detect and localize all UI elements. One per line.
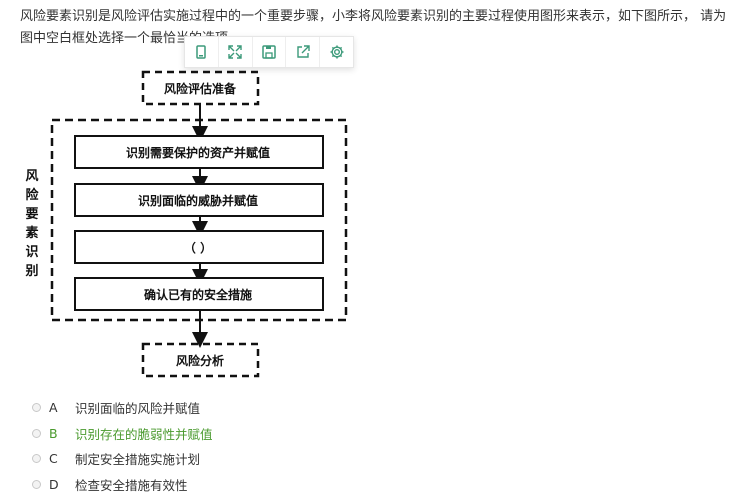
step-label-4: 确认已有的安全措施 <box>144 287 252 302</box>
svg-text:险: 险 <box>25 187 39 203</box>
radio-a[interactable] <box>32 403 41 413</box>
option-letter: D <box>49 476 59 492</box>
step-label-blank: （ ） <box>184 240 212 255</box>
floating-toolbar <box>184 36 354 68</box>
prepare-label: 风险评估准备 <box>164 81 237 96</box>
option-text: 制定安全措施实施计划 <box>75 452 201 468</box>
answer-options: A 识别面临的风险并赋值 B 识别存在的脆弱性并赋值 C 制定安全措施实施计划 … <box>32 395 432 497</box>
option-d[interactable]: D 检查安全措施有效性 <box>32 472 432 497</box>
svg-text:识: 识 <box>25 245 38 260</box>
save-icon <box>262 45 276 59</box>
option-letter: C <box>49 451 58 467</box>
share-button[interactable] <box>286 37 321 67</box>
step-box-1 <box>74 135 324 169</box>
analysis-label: 风险分析 <box>176 353 224 368</box>
option-letter: B <box>49 425 58 441</box>
copy-icon <box>196 45 207 59</box>
expand-button[interactable] <box>219 37 253 67</box>
option-letter: A <box>49 400 58 416</box>
save-button[interactable] <box>253 37 287 67</box>
expand-icon <box>228 45 242 59</box>
share-icon <box>297 45 310 58</box>
option-text: 检查安全措施有效性 <box>75 477 188 493</box>
svg-text:要: 要 <box>25 207 38 222</box>
svg-text:风: 风 <box>25 169 38 184</box>
option-text: 识别存在的脆弱性并赋值 <box>75 426 213 442</box>
option-c[interactable]: C 制定安全措施实施计划 <box>32 446 432 472</box>
option-text: 识别面临的风险并赋值 <box>75 401 201 417</box>
step-box-2 <box>74 183 324 217</box>
step-box-blank <box>74 230 324 264</box>
option-b[interactable]: B 识别存在的脆弱性并赋值 <box>32 421 432 447</box>
side-label: 风 险 要 素 识 别 <box>24 169 39 279</box>
question-text: 风险要素识别是风险评估实施过程中的一个重要步骤，小李将风险要素识别的主要过程使用… <box>20 9 727 46</box>
risk-identification-diagram: 风险评估准备 风 险 要 素 识 别 识别需要保护的资产并赋值 识别面临的威胁并… <box>18 64 358 384</box>
settings-button[interactable] <box>320 37 353 67</box>
svg-text:别: 别 <box>24 264 38 279</box>
radio-c[interactable] <box>32 454 41 464</box>
gear-icon <box>330 45 344 59</box>
option-a[interactable]: A 识别面临的风险并赋值 <box>32 395 432 421</box>
step-label-1: 识别需要保护的资产并赋值 <box>126 145 270 160</box>
svg-text:素: 素 <box>25 225 38 241</box>
analysis-box <box>141 342 260 378</box>
radio-b[interactable] <box>32 428 41 438</box>
step-box-4 <box>74 277 324 311</box>
step-label-2: 识别面临的威胁并赋值 <box>138 193 258 208</box>
copy-button[interactable] <box>185 37 219 67</box>
radio-d[interactable] <box>32 479 41 489</box>
